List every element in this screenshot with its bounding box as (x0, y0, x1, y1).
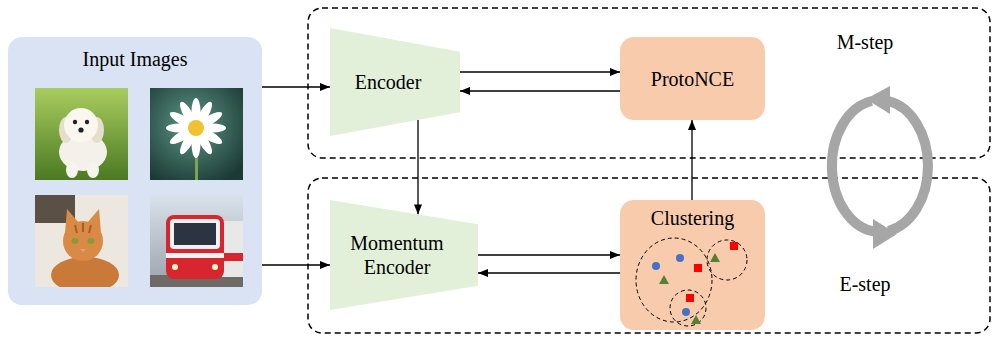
encoder-trapezoid: Momentum Encoder (330, 200, 478, 310)
arrow-connector (262, 264, 330, 265)
cycle-arrowhead (866, 86, 890, 114)
arrow-connector (460, 90, 620, 91)
node-label: Encoder (355, 70, 422, 94)
trapezoid-fill (330, 28, 460, 136)
node-label: Input Images (83, 47, 188, 71)
arrow-connector (417, 120, 418, 214)
em-cycle-arrows (832, 86, 928, 249)
dashed-group-box (308, 178, 990, 333)
arrow-connector (478, 254, 620, 255)
arrow-connector (478, 272, 620, 273)
node-label: Clustering (651, 206, 734, 230)
arrow-connector (691, 120, 692, 200)
daisy-photo (150, 88, 243, 180)
clustering-box: Clustering (620, 200, 765, 330)
photo-illustrations (8, 37, 262, 305)
arrow-connector (460, 71, 620, 72)
train-photo (150, 195, 243, 287)
step-label: M-step (815, 30, 915, 54)
dashed-group-box (308, 8, 990, 158)
loss-box: ProtoNCE (620, 37, 765, 120)
step-label: E-step (815, 272, 915, 296)
node-label: ProtoNCE (651, 67, 734, 91)
cycle-arc (832, 101, 876, 232)
node-label: Momentum Encoder (345, 231, 449, 279)
cat-photo (35, 195, 128, 287)
arrow-connector (262, 86, 330, 87)
encoder-trapezoid: Encoder (330, 28, 460, 136)
trapezoid-fill (330, 200, 478, 310)
trapezoid-outline (330, 200, 478, 310)
cycle-arc (888, 101, 928, 231)
dog-photo (35, 88, 128, 180)
input-panel: Input Images (8, 37, 262, 305)
